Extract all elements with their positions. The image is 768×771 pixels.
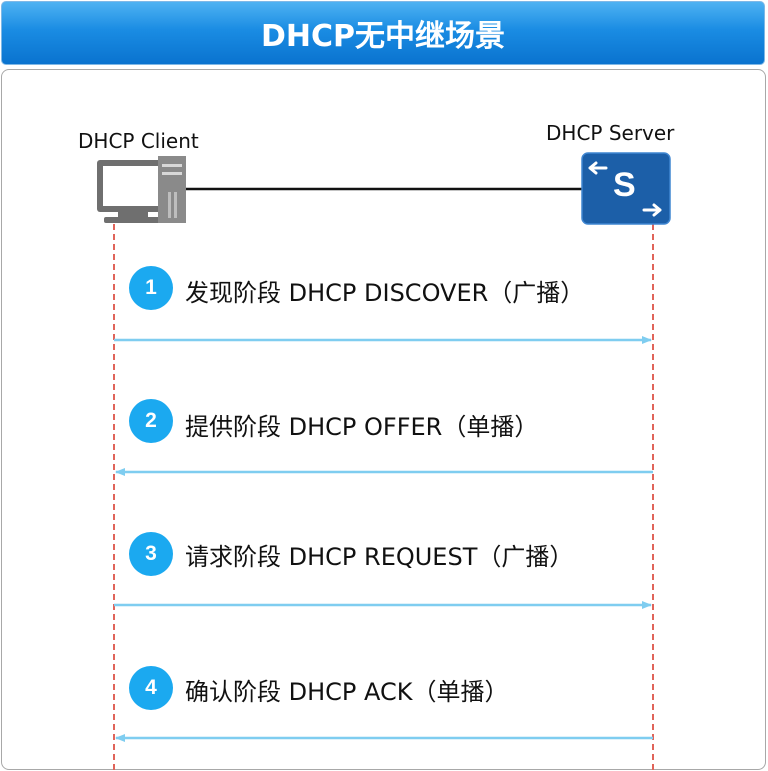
server-label: DHCP Server — [546, 121, 675, 145]
step-number-badge: 3 — [129, 532, 173, 576]
step-label: 提供阶段 DHCP OFFER（单播） — [185, 413, 539, 441]
title-banner: DHCP无中继场景 — [1, 1, 765, 65]
computer-icon — [97, 156, 186, 223]
step-label: 发现阶段 DHCP DISCOVER（广播） — [185, 279, 585, 307]
client-label: DHCP Client — [78, 129, 199, 153]
step-number-badge: 1 — [129, 266, 173, 310]
server-badge-letter: S — [613, 166, 636, 204]
step-number-badge: 2 — [129, 399, 173, 443]
page-title: DHCP无中继场景 — [260, 19, 505, 54]
switch-server-icon — [581, 152, 671, 225]
step-number-badge: 4 — [129, 666, 173, 710]
step-label: 请求阶段 DHCP REQUEST（广播） — [185, 543, 574, 571]
step-label: 确认阶段 DHCP ACK（单播） — [185, 678, 509, 706]
